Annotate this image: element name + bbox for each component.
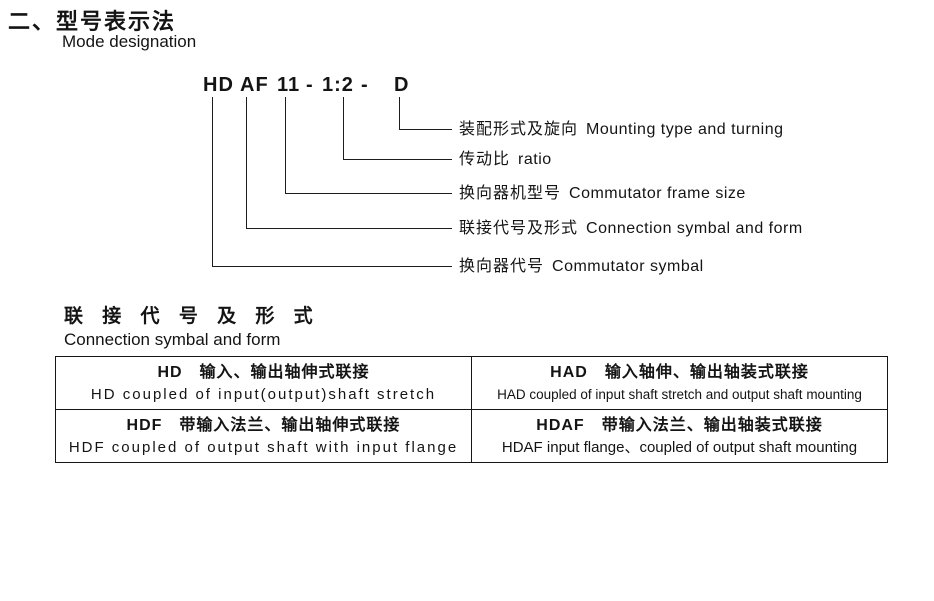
callout-ratio-en: ratio — [518, 151, 552, 168]
callout-connection-en: Connection symbal and form — [586, 220, 803, 237]
code-part-size: 11 — [277, 74, 301, 96]
callout-mounting-en: Mounting type and turning — [586, 121, 784, 138]
table-row: HDF 带输入法兰、输出轴伸式联接 HDF coupled of output … — [55, 409, 888, 463]
cell-hdaf-zh: HDAF 带输入法兰、输出轴装式联接 — [536, 416, 823, 434]
connection-section-title-zh: 联 接 代 号 及 形 式 — [64, 306, 320, 327]
callout-label-connection: 联接代号及形式 Connection symbal and form — [459, 219, 803, 239]
callout-commutator-en: Commutator symbal — [552, 258, 704, 275]
cell-hdaf-en: HDAF input flange、coupled of output shaf… — [501, 438, 858, 456]
connection-section-title-en: Connection symbal and form — [64, 330, 281, 349]
callout-line-frame-size — [285, 97, 452, 194]
code-part-form: D — [394, 74, 410, 96]
cell-had: HAD 输入轴伸、输出轴装式联接 HAD coupled of input sh… — [471, 356, 888, 410]
cell-hd-en: HD coupled of input(output)shaft stretch — [90, 385, 437, 403]
callout-commutator-zh: 换向器代号 — [459, 258, 545, 275]
callout-line-connection — [246, 97, 452, 229]
callout-label-ratio: 传动比 ratio — [459, 150, 552, 170]
code-part-hd: HD — [203, 74, 234, 96]
callout-frame-size-zh: 换向器机型号 — [459, 185, 562, 202]
cell-hdf-en: HDF coupled of output shaft with input f… — [68, 438, 459, 456]
cell-hdf-zh: HDF 带输入法兰、输出轴伸式联接 — [126, 416, 401, 434]
code-part-dash2: - — [361, 74, 369, 96]
table-row: HD 输入、输出轴伸式联接 HD coupled of input(output… — [55, 356, 888, 410]
callout-label-frame-size: 换向器机型号 Commutator frame size — [459, 184, 746, 204]
cell-hd-zh: HD 输入、输出轴伸式联接 — [157, 363, 370, 381]
page-title-en: Mode designation — [62, 32, 197, 51]
callout-label-mounting: 装配形式及旋向 Mounting type and turning — [459, 120, 784, 140]
callout-line-commutator — [212, 97, 452, 267]
callout-label-commutator: 换向器代号 Commutator symbal — [459, 257, 704, 277]
cell-had-en: HAD coupled of input shaft stretch and o… — [497, 386, 862, 402]
cell-hdaf: HDAF 带输入法兰、输出轴装式联接 HDAF input flange、cou… — [471, 409, 888, 463]
callout-ratio-zh: 传动比 — [459, 151, 511, 168]
code-part-dash1: - — [306, 74, 314, 96]
cell-had-zh: HAD 输入轴伸、输出轴装式联接 — [550, 363, 809, 381]
cell-hdf: HDF 带输入法兰、输出轴伸式联接 HDF coupled of output … — [55, 409, 472, 463]
callout-mounting-zh: 装配形式及旋向 — [459, 121, 579, 138]
page-title-zh: 二、型号表示法 — [8, 9, 177, 34]
code-part-af: AF — [240, 74, 269, 96]
callout-connection-zh: 联接代号及形式 — [459, 220, 579, 237]
cell-hd: HD 输入、输出轴伸式联接 HD coupled of input(output… — [55, 356, 472, 410]
connection-table: HD 输入、输出轴伸式联接 HD coupled of input(output… — [55, 356, 888, 463]
callout-frame-size-en: Commutator frame size — [569, 185, 746, 202]
callout-line-mounting — [399, 97, 452, 130]
callout-line-ratio — [343, 97, 452, 160]
code-part-ratio: 1:2 — [322, 74, 354, 96]
